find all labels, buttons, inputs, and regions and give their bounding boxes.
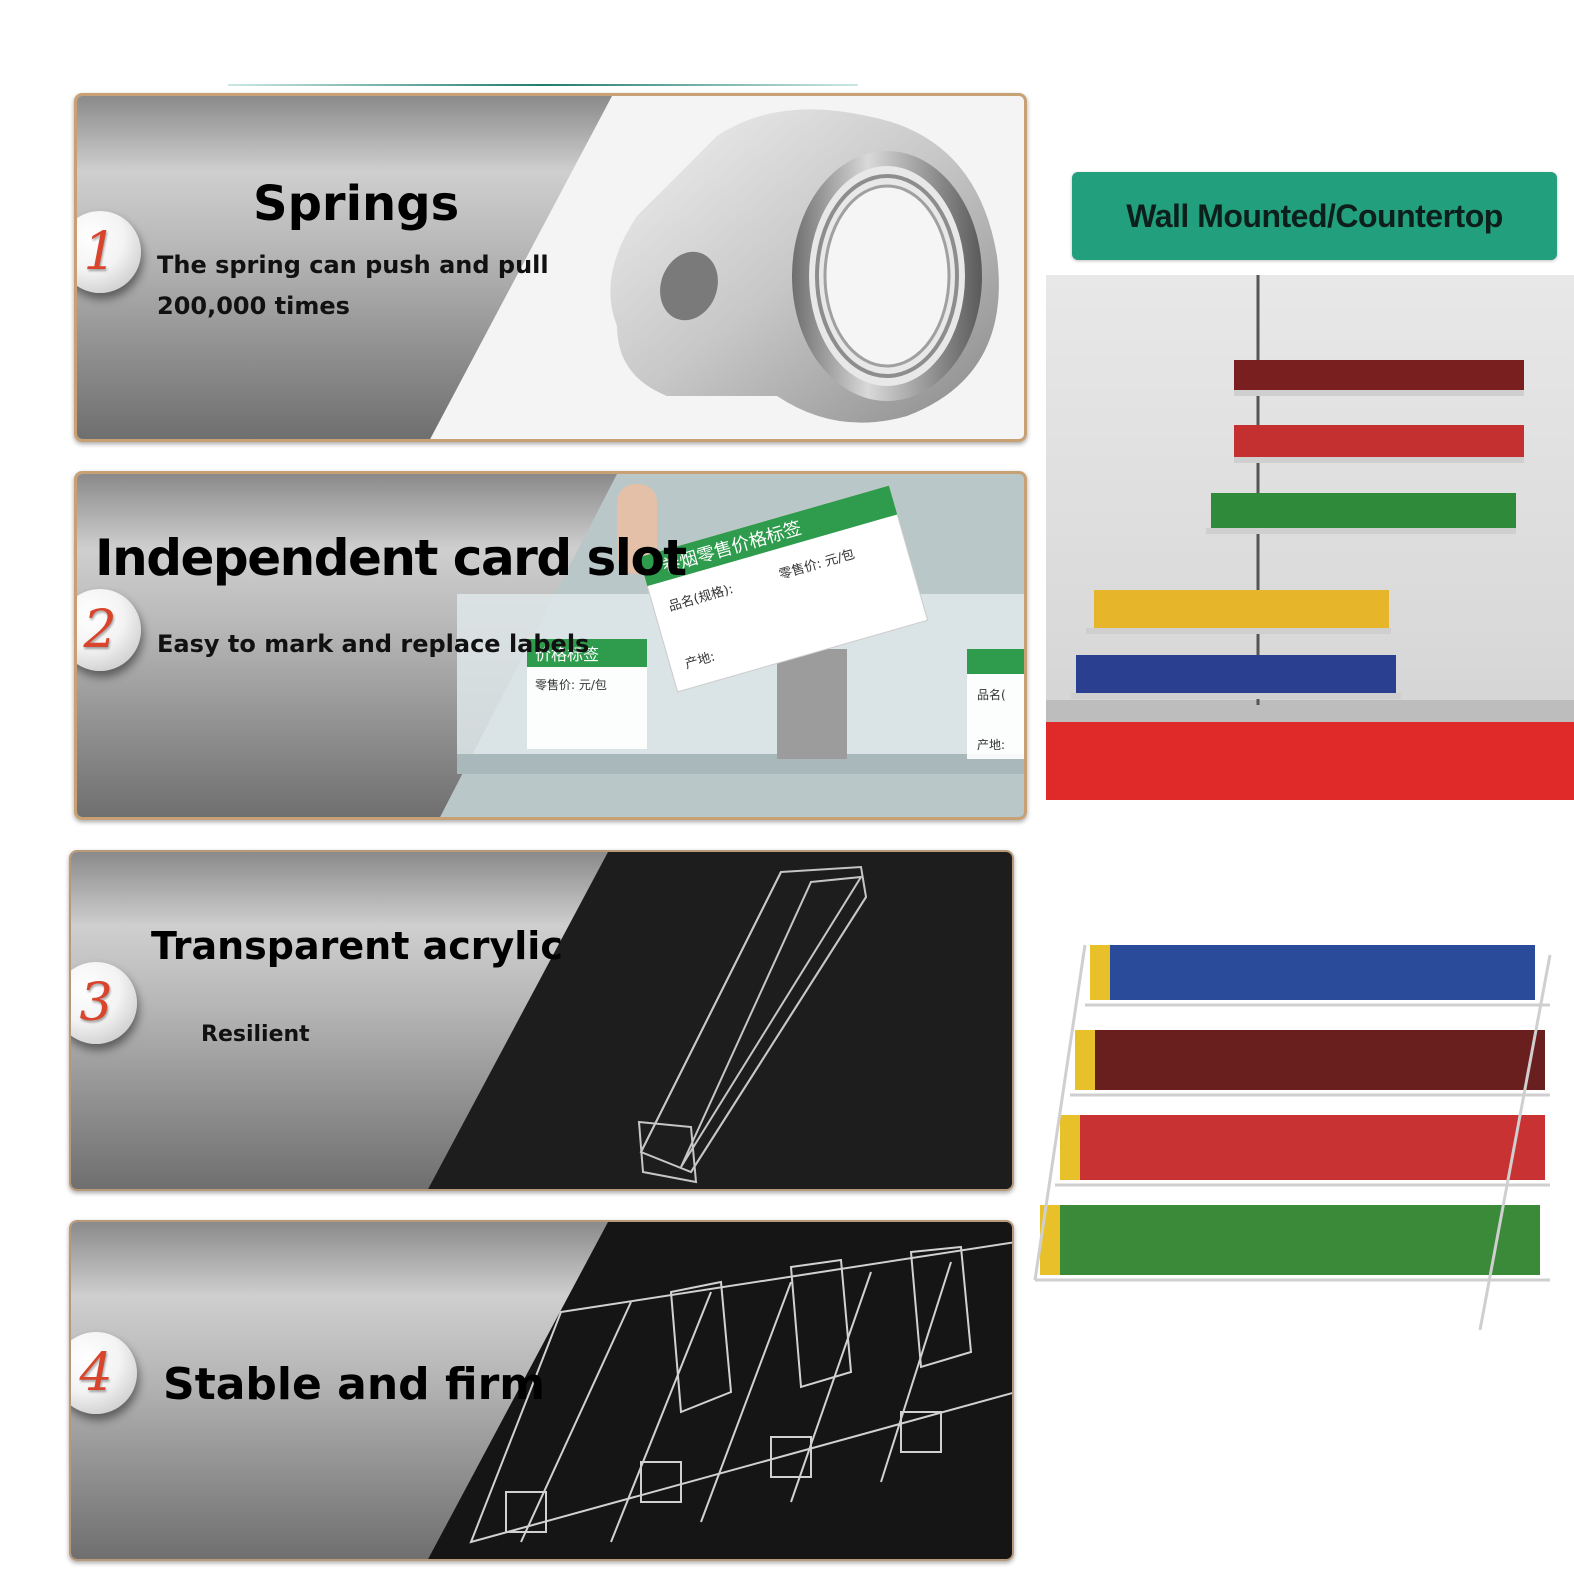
spring-coil-image [430, 96, 1024, 439]
acrylic-channel-image [428, 852, 1012, 1189]
pusher-tray-image [428, 1222, 1012, 1559]
wall-rack-upper [1206, 360, 1524, 534]
badge-number-text: 2 [83, 600, 117, 660]
badge-number-4: 4 [71, 1332, 137, 1414]
feature-description-line1: The spring can push and pull [157, 251, 549, 279]
feature-description-line1: Resilient [201, 1022, 310, 1047]
badge-number-text: 4 [79, 1343, 113, 1403]
card-slot-image: 卷烟零售价格标签 品名(规格): 零售价: 元/包 产地: 价格标签 零售价: … [440, 474, 1024, 817]
countertop-rack-photo [1030, 935, 1574, 1330]
badge-number-text: 1 [83, 222, 117, 282]
wall-mounted-rack-photo [1046, 275, 1574, 800]
badge-number-3: 3 [71, 962, 137, 1044]
mounting-type-banner: Wall Mounted/Countertop [1072, 172, 1557, 260]
feature-description-line1: Easy to mark and replace labels [157, 630, 590, 658]
badge-number-1: 1 [77, 211, 141, 293]
feature-title: Stable and firm [163, 1359, 546, 1410]
feature-panel-springs: 1 Springs The spring can push and pull 2… [74, 93, 1027, 442]
badge-number-2: 2 [77, 589, 141, 671]
feature-panel-acrylic: 3 Transparent acrylic Resilient [69, 850, 1014, 1191]
small-label-title: 价格标签 [535, 645, 599, 664]
feature-title: Springs [253, 176, 460, 232]
feature-description-line2: 200,000 times [157, 292, 350, 320]
top-divider-line [228, 84, 858, 86]
feature-panel-card-slot: 卷烟零售价格标签 品名(规格): 零售价: 元/包 产地: 价格标签 零售价: … [74, 471, 1027, 820]
right-label-origin-field: 产地: [977, 738, 1005, 752]
wall-rack-lower [1071, 590, 1401, 699]
badge-number-text: 3 [79, 973, 113, 1033]
small-label-price-field: 零售价: 元/包 [535, 677, 607, 692]
feature-title: Independent card slot [95, 529, 687, 587]
right-label-name-field: 品名( [977, 687, 1006, 702]
feature-panel-stable: 4 Stable and firm [69, 1220, 1014, 1561]
banner-label: Wall Mounted/Countertop [1126, 197, 1503, 234]
feature-title: Transparent acrylic [151, 924, 563, 968]
